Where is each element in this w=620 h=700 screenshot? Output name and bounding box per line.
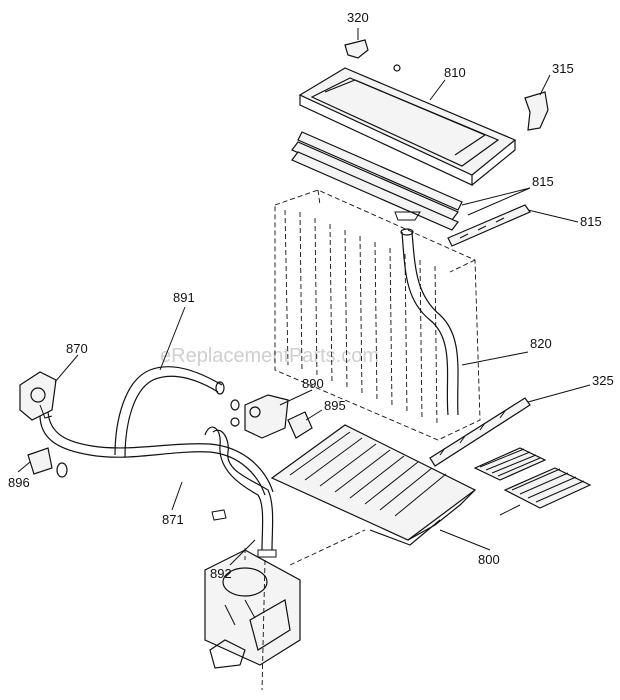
watermark-text: eReplacementParts.com [160,345,379,367]
part-891-hose[interactable] [114,366,225,458]
label-871: 871 [162,512,184,527]
part-800-drip-tray[interactable] [270,424,477,546]
part-890-valve[interactable] [230,394,289,439]
part-815-strip[interactable] [447,204,531,247]
label-810: 810 [444,65,466,80]
part-871-hose[interactable] [39,411,274,496]
filter-mesh-large[interactable] [503,467,592,509]
part-892-hose[interactable] [204,426,277,558]
label-870: 870 [66,341,88,356]
part-820-tube[interactable] [394,211,459,416]
part-810-top-frame[interactable] [298,64,517,186]
label-895: 895 [324,398,346,413]
leader-lines [17,28,591,566]
part-315-clip[interactable] [524,91,549,131]
part-896-fitting[interactable] [27,447,68,478]
part-815-rods[interactable] [291,131,463,231]
filter-mesh-small[interactable] [473,447,547,481]
part-labels: 320 810 315 815 815 891 820 870 890 325 … [8,10,614,581]
label-890: 890 [302,376,324,391]
part-325-bracket[interactable] [429,397,531,467]
label-892: 892 [210,566,232,581]
label-320: 320 [347,10,369,25]
label-891: 891 [173,290,195,305]
label-325: 325 [592,373,614,388]
label-800: 800 [478,552,500,567]
pump-assembly[interactable] [204,549,301,669]
label-815-strip: 815 [580,214,602,229]
part-320-bracket[interactable] [344,39,369,59]
part-895-switch[interactable] [287,411,313,439]
part-870-valve[interactable] [19,371,57,421]
label-820: 820 [530,336,552,351]
label-815-rods: 815 [532,174,554,189]
label-315: 315 [552,61,574,76]
label-896: 896 [8,475,30,490]
